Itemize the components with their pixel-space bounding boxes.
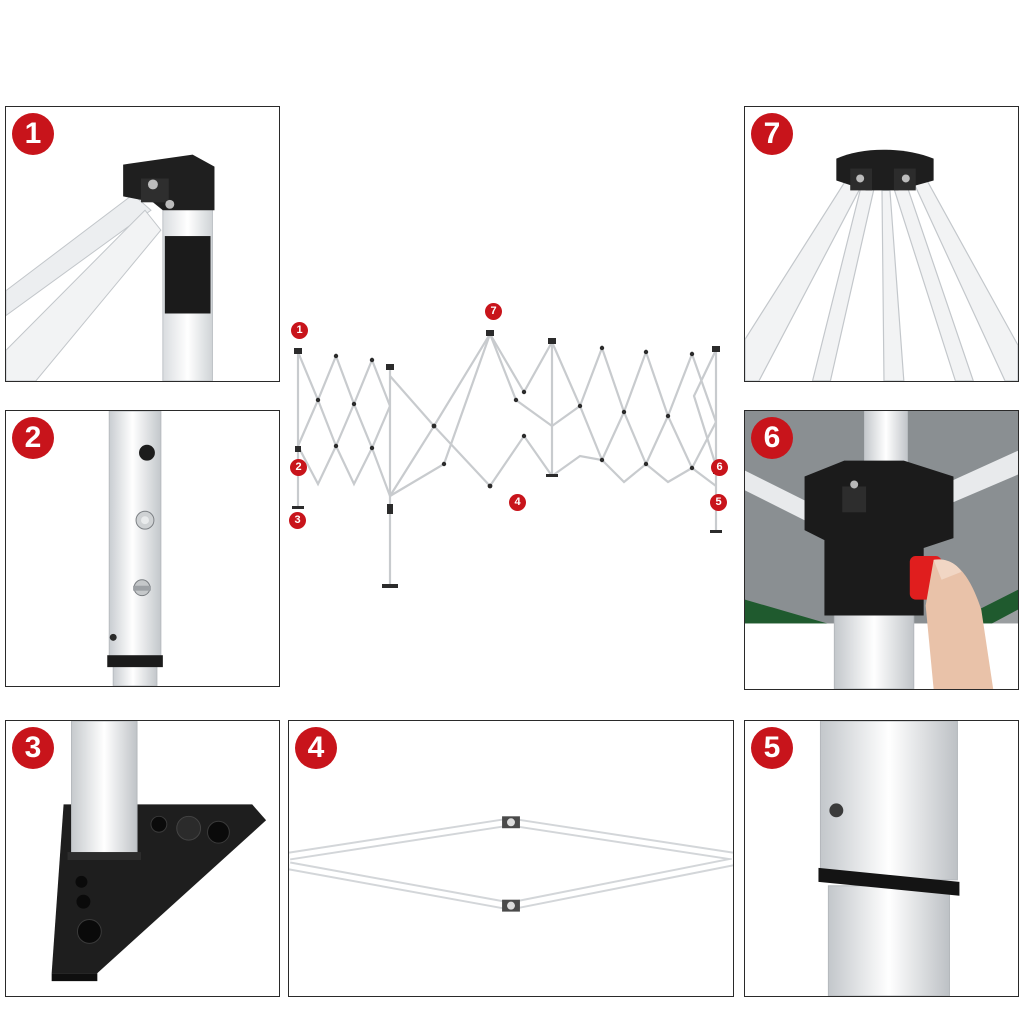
diagram-marker-3: 3 (289, 512, 306, 529)
panel-foot-plate: 3 (5, 720, 280, 997)
slider-lock-photo (745, 411, 1018, 689)
truss-joints-photo (289, 816, 733, 912)
diagram-marker-6: 6 (711, 459, 728, 476)
diagram-marker-5: 5 (710, 494, 727, 511)
diagram-marker-2: 2 (290, 459, 307, 476)
frame-truss-drawing (292, 330, 722, 588)
panel-leg-adjust: 2 (5, 410, 280, 687)
diagram-marker-1: 1 (291, 322, 308, 339)
panel-corner-bracket: 1 (5, 106, 280, 382)
leg-adjust-photo (107, 411, 163, 686)
leg-sleeve-photo (818, 721, 960, 996)
panel-center-hub: 7 (744, 106, 1019, 382)
foot-plate-photo (51, 721, 267, 982)
badge-6: 6 (751, 417, 793, 459)
badge-1: 1 (12, 113, 54, 155)
panel-truss-joints: 4 (288, 720, 734, 997)
panel-slider-lock: 6 (744, 410, 1019, 690)
badge-5: 5 (751, 727, 793, 769)
badge-2: 2 (12, 417, 54, 459)
canopy-frame-diagram: 1 2 3 4 5 6 7 (284, 296, 740, 606)
badge-3: 3 (12, 727, 54, 769)
badge-4: 4 (295, 727, 337, 769)
center-hub-photo (745, 149, 1018, 381)
diagram-marker-7: 7 (485, 303, 502, 320)
diagram-marker-4: 4 (509, 494, 526, 511)
corner-bracket-photo (6, 154, 215, 381)
panel-leg-sleeve: 5 (744, 720, 1019, 997)
badge-7: 7 (751, 113, 793, 155)
